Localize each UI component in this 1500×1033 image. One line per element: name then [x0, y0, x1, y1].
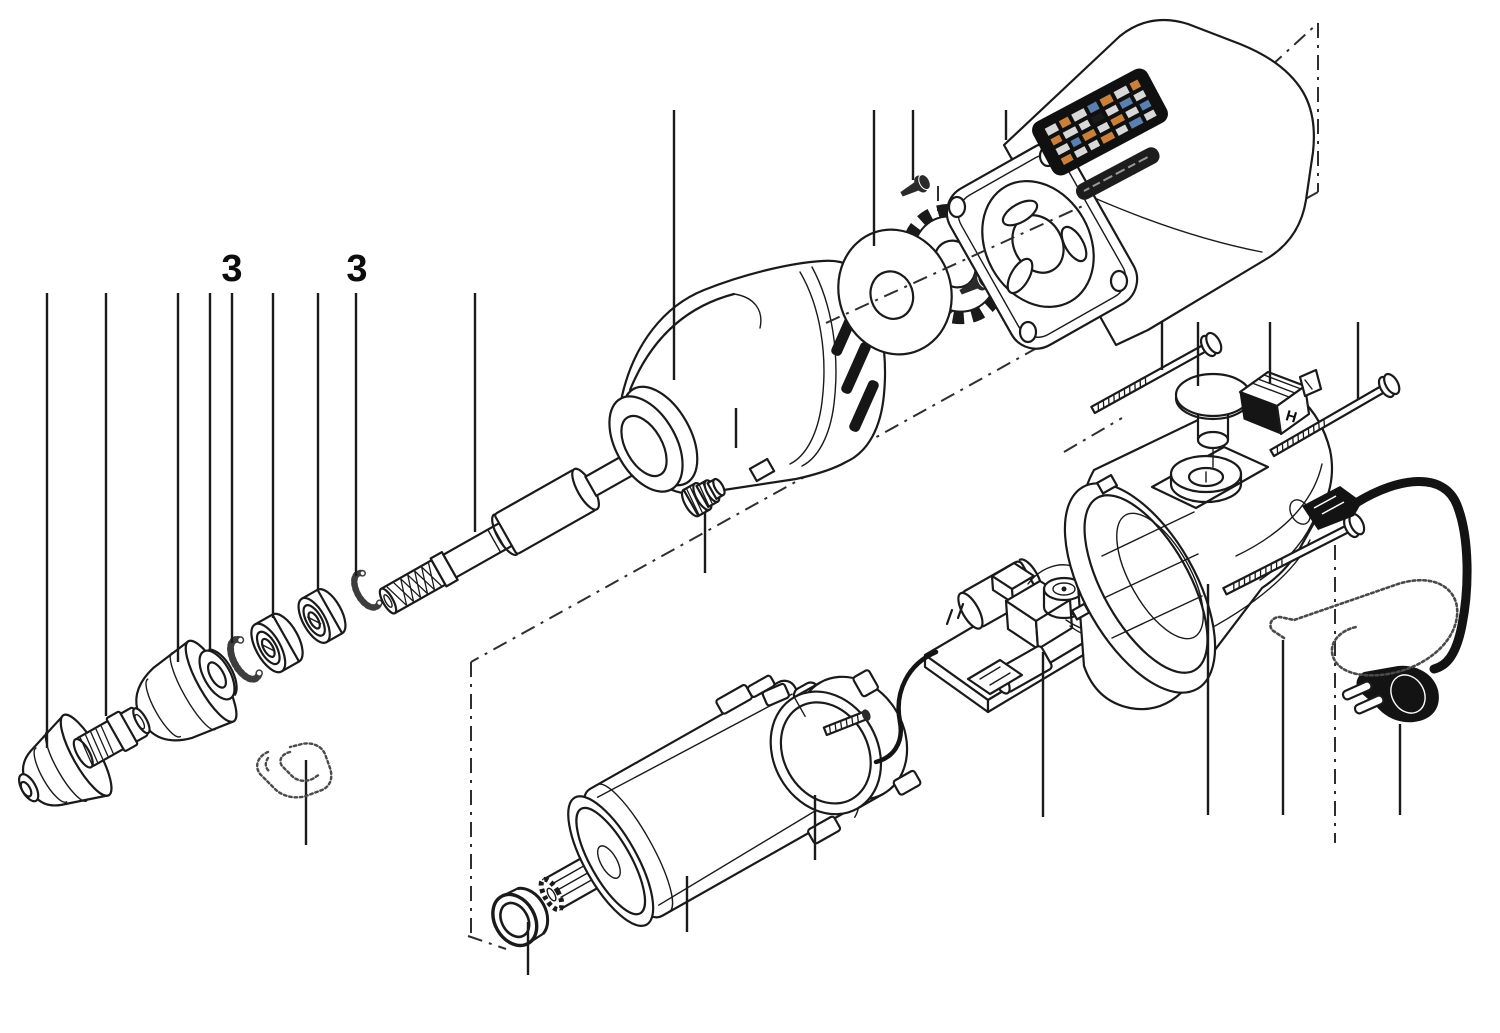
leader-lines — [45, 110, 1402, 975]
power-switch: H — [1238, 368, 1323, 436]
rubber-bushing — [491, 886, 550, 948]
pcb-assembly — [873, 558, 1129, 765]
spacer-washer — [198, 648, 238, 701]
motor-mount-clamp — [761, 669, 922, 816]
callout-label-3b: 3 — [346, 248, 367, 290]
cord-retainer-wire — [1269, 578, 1459, 677]
fan-screw — [900, 174, 931, 197]
gear-housing-cover — [608, 259, 887, 495]
strain-relief — [1302, 486, 1362, 530]
switch-bracket — [1298, 368, 1323, 398]
power-cord — [1302, 477, 1472, 723]
callout-label-3a: 3 — [221, 248, 242, 290]
long-screw-1 — [1090, 331, 1223, 415]
long-screw-2 — [1269, 372, 1401, 458]
switch-h-marking: H — [1284, 407, 1299, 426]
retaining-ring — [227, 635, 263, 683]
spec-label — [1032, 68, 1168, 176]
spring-clip — [256, 742, 333, 799]
spindle-lock-nut — [680, 477, 726, 518]
main-housing — [1063, 388, 1334, 711]
rear-motor-housing — [945, 18, 1315, 350]
ball-bearing-rear — [297, 588, 347, 644]
retaining-ring-2 — [351, 569, 383, 611]
ball-bearing-front — [250, 612, 304, 674]
power-plug — [1341, 665, 1439, 723]
brand-strip — [1075, 147, 1160, 200]
collet — [72, 706, 156, 769]
